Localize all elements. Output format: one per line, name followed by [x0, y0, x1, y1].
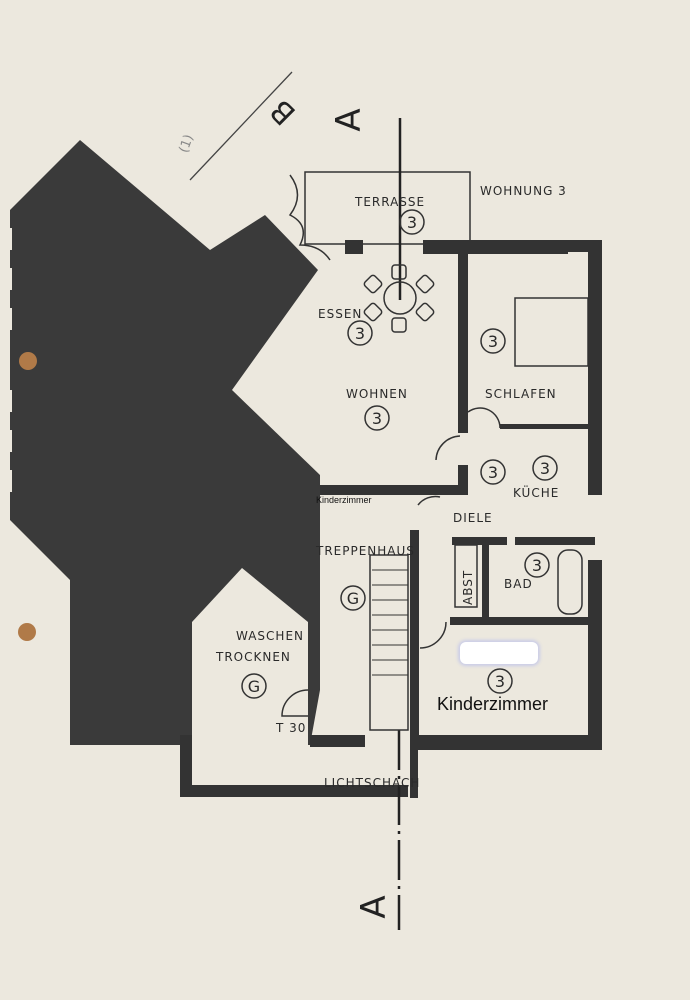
label-schlafen: SCHLAFEN — [485, 387, 557, 401]
section-marker-a-bottom: A — [354, 895, 394, 918]
staircase — [369, 554, 409, 731]
svg-text:3: 3 — [532, 556, 542, 575]
binder-edge — [0, 228, 12, 492]
punch-hole — [19, 352, 37, 370]
section-marker-b: B — [264, 92, 303, 131]
label-bad: BAD — [504, 577, 533, 591]
bed — [514, 297, 589, 367]
terrace — [304, 171, 471, 245]
label-kueche: KÜCHE — [513, 484, 559, 500]
label-trocknen: TROCKNEN — [215, 650, 291, 664]
svg-text:3: 3 — [540, 459, 550, 478]
label-waschen: WASCHEN — [236, 629, 304, 643]
svg-text:3: 3 — [495, 672, 505, 691]
label-lichtschacht: LICHTSCHACH — [324, 776, 420, 790]
svg-text:G: G — [347, 589, 359, 608]
svg-text:3: 3 — [488, 332, 498, 351]
svg-text:3: 3 — [372, 409, 382, 428]
redacted-label — [460, 642, 538, 664]
label-diele: DIELE — [453, 511, 493, 525]
unit-markers: 3 3 3 3 3 3 3 3 G G — [241, 209, 558, 699]
label-terrasse: TERRASSE — [354, 195, 425, 209]
svg-text:3: 3 — [488, 463, 498, 482]
apartment-title: WOHNUNG 3 — [480, 184, 567, 198]
label-treppenhaus: TREPPENHAUS — [315, 544, 415, 558]
label-kinderzimmer: Kinderzimmer — [437, 694, 549, 714]
svg-text:3: 3 — [407, 213, 417, 232]
punch-hole — [18, 623, 36, 641]
walls — [310, 240, 602, 798]
waschen-room — [192, 568, 308, 785]
section-marker-a-top: A — [329, 108, 369, 131]
label-wohnen: WOHNEN — [346, 387, 408, 401]
label-essen: ESSEN — [318, 307, 362, 321]
axis-marker: (1) — [177, 133, 197, 155]
svg-text:3: 3 — [355, 324, 365, 343]
bathtub — [557, 549, 583, 615]
label-kinderzimmer-small: Kinderzimmer — [316, 495, 372, 505]
svg-text:G: G — [248, 677, 260, 696]
label-abst: ABST — [461, 570, 475, 605]
label-t30: T 30 — [275, 721, 306, 735]
